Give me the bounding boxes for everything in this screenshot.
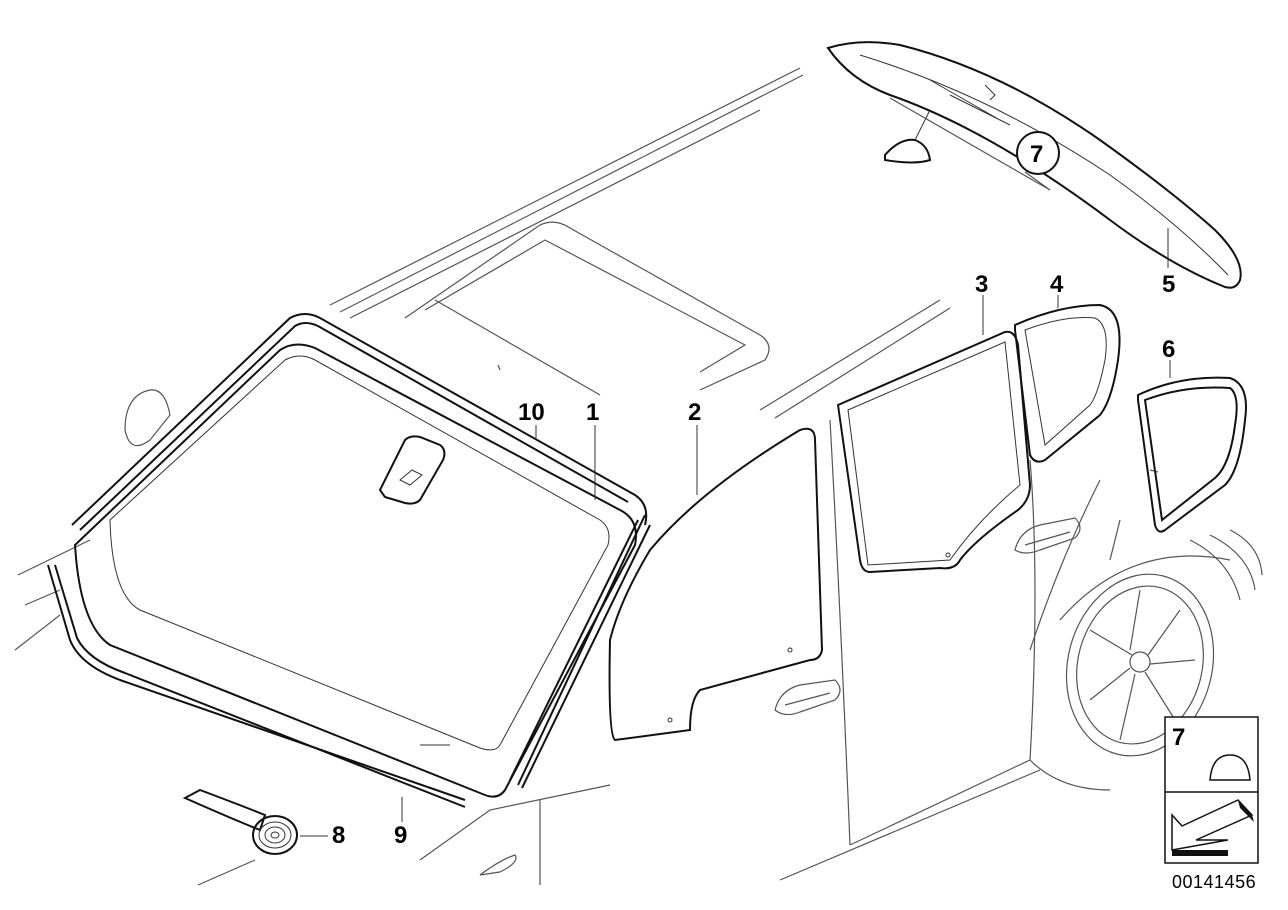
part-adhesive-roll-8 [182,788,298,855]
legend-number-7: 7 [1172,724,1185,751]
drawing-code: 00141456 [1172,872,1256,892]
callout-1: 1 [586,399,599,426]
leader-lines [300,228,1171,837]
part-front-door-glass-2 [608,427,824,742]
callout-2: 2 [688,399,701,426]
car-body-outline [14,67,1263,886]
callout-9: 9 [394,822,407,849]
callout-8: 8 [332,822,345,849]
part-side-window-6 [1137,376,1247,533]
part-lower-trim-9 [47,564,466,808]
encircled-callout-7: 7 [1016,131,1060,175]
part-quarter-glass-4 [1014,303,1121,463]
part-windshield-1 [71,313,648,798]
cap-icon [1209,754,1251,781]
callout-10: 10 [518,399,545,426]
callout-5: 5 [1162,271,1175,298]
arrow-icon [1171,799,1254,856]
callout-3: 3 [975,271,988,298]
part-trim-strips [509,514,651,789]
callout-6: 6 [1162,336,1175,363]
encircled-callout-7-label: 7 [1030,141,1043,168]
part-rear-door-glass-3 [836,330,1032,574]
part-rear-window-5 [826,41,1242,289]
legend-box: 7 [1164,716,1259,864]
callout-4: 4 [1050,271,1064,298]
